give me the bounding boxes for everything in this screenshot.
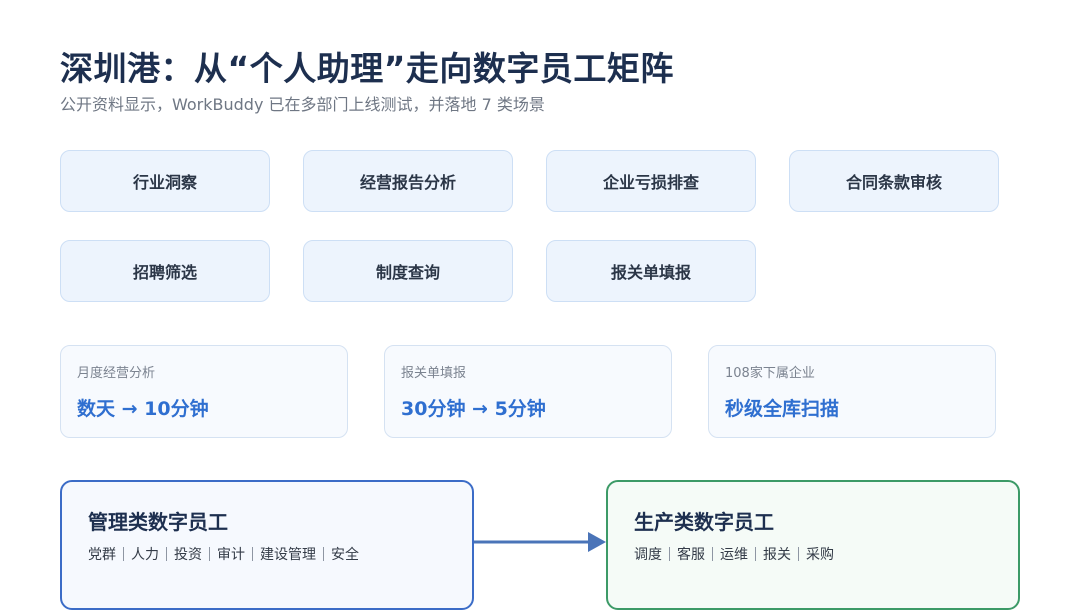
stat-card: 报关单填报 30分钟 → 5分钟: [384, 345, 672, 438]
management-item: 人力: [131, 547, 159, 563]
scene-card: 经营报告分析: [303, 150, 513, 212]
production-item: 调度: [634, 547, 662, 563]
scene-card: 行业洞察: [60, 150, 270, 212]
divider: [755, 547, 756, 561]
management-item: 投资: [174, 547, 202, 563]
production-items: 调度 客服 运维 报关 采购: [634, 544, 834, 564]
scene-card: 招聘筛选: [60, 240, 270, 302]
stat-value: 秒级全库扫描: [725, 398, 840, 420]
divider: [712, 547, 713, 561]
production-item: 采购: [806, 547, 834, 563]
divider: [166, 547, 167, 561]
stat-value: 30分钟 → 5分钟: [401, 398, 546, 420]
stat-label: 报关单填报: [401, 366, 467, 381]
management-title: 管理类数字员工: [88, 510, 228, 534]
stat-label: 月度经营分析: [77, 366, 156, 381]
stat-card: 108家下属企业 秒级全库扫描: [708, 345, 996, 438]
scene-card: 合同条款审核: [789, 150, 999, 212]
management-item: 审计: [217, 547, 245, 563]
divider: [323, 547, 324, 561]
stat-label: 108家下属企业: [725, 366, 815, 381]
production-item: 客服: [677, 547, 705, 563]
scene-card: 企业亏损排查: [546, 150, 756, 212]
management-group: 管理类数字员工 党群 人力 投资 审计 建设管理 安全: [60, 480, 474, 610]
page-title: 深圳港：从“个人助理”走向数字员工矩阵: [60, 49, 674, 88]
management-item: 安全: [331, 547, 359, 563]
stat-card: 月度经营分析 数天 → 10分钟: [60, 345, 348, 438]
management-items: 党群 人力 投资 审计 建设管理 安全: [88, 544, 359, 564]
management-item: 党群: [88, 547, 116, 563]
divider: [123, 547, 124, 561]
divider: [798, 547, 799, 561]
management-item: 建设管理: [260, 547, 316, 563]
stat-value: 数天 → 10分钟: [77, 398, 209, 420]
production-item: 运维: [720, 547, 748, 563]
scene-card: 制度查询: [303, 240, 513, 302]
page-subtitle: 公开资料显示，WorkBuddy 已在多部门上线测试，并落地 7 类场景: [60, 95, 545, 114]
divider: [252, 547, 253, 561]
production-group: 生产类数字员工 调度 客服 运维 报关 采购: [606, 480, 1020, 610]
divider: [669, 547, 670, 561]
scene-card: 报关单填报: [546, 240, 756, 302]
arrow-right-icon: [474, 532, 606, 552]
production-title: 生产类数字员工: [634, 510, 774, 534]
divider: [209, 547, 210, 561]
production-item: 报关: [763, 547, 791, 563]
